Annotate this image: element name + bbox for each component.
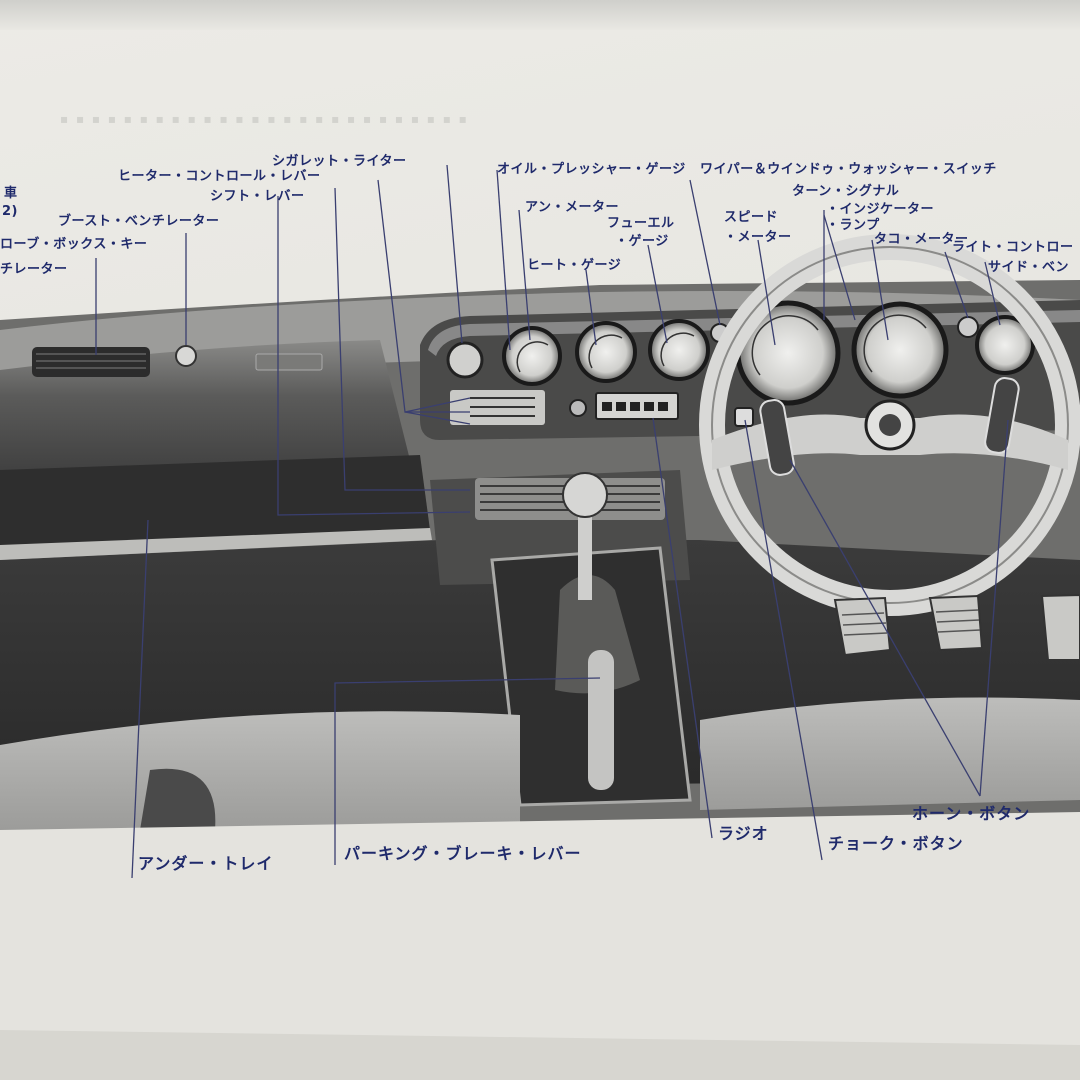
label-fuel-gauge-line1: フューエル — [607, 216, 675, 231]
radio-knob — [569, 399, 587, 417]
parking-brake-handle — [588, 650, 614, 790]
label-under-tray: アンダー・トレイ — [138, 854, 274, 873]
label-light-control: ライト・コントロー — [952, 240, 1074, 255]
under-tray-shelf — [0, 455, 430, 550]
label-indicator-line1: ・インジケーター — [826, 202, 935, 217]
lighter-knob — [446, 341, 484, 379]
tachometer-dial — [851, 301, 949, 399]
label-fuel-gauge-line2: ・ゲージ — [615, 234, 669, 249]
label-tachometer: タコ・メーター — [874, 232, 969, 247]
label-heater-control-lever: ヒーター・コントロール・レバー — [118, 169, 321, 184]
left-seat — [0, 711, 520, 830]
choke-knob — [734, 407, 754, 427]
shift-boot — [555, 575, 640, 694]
side-gauge — [975, 315, 1035, 375]
label-heat-gauge: ヒート・ゲージ — [527, 258, 622, 273]
label-radio: ラジオ — [718, 824, 769, 843]
pedals — [833, 593, 1080, 661]
shift-knob — [562, 472, 608, 518]
right-seat — [700, 697, 1080, 810]
label-wiper-washer-switch: ワイパー＆ウインドゥ・ウォッシャー・スイッチ — [700, 162, 997, 177]
label-oil-pressure-gauge: オイル・プレッシャー・ゲージ — [497, 162, 686, 177]
light-control-knob — [957, 316, 979, 338]
label-turn-signal: ターン・シグナル — [792, 184, 900, 199]
leader-lines — [95, 164, 1009, 879]
label-indicator-line2: ・ランプ — [826, 218, 880, 233]
shift-lever-rod — [578, 500, 592, 600]
label-speedometer-line2: ・メーター — [724, 230, 792, 245]
label-glovebox-key: ローブ・ボックス・キー — [0, 237, 148, 252]
label-ventilator: チレーター — [0, 262, 68, 277]
page-top-edge — [0, 0, 1080, 30]
amp-meter-dial — [502, 326, 562, 386]
glovebox-lock — [175, 345, 197, 367]
label-cigarette-lighter: シガレット・ライター — [272, 154, 407, 169]
bleed-through-text: ▪ ▪ ▪ ▪ ▪ ▪ ▪ ▪ ▪ ▪ ▪ ▪ ▪ ▪ ▪ ▪ ▪ ▪ ▪ ▪ … — [60, 112, 469, 126]
label-shift-lever: シフト・レバー — [210, 189, 305, 204]
label-amp-meter: アン・メーター — [525, 200, 619, 215]
label-car-fragment: 車 — [4, 186, 18, 201]
label-boost-ventilator: ブースト・ベンチレーター — [58, 214, 220, 229]
corona-badge — [255, 353, 323, 371]
heat-gauge-dial — [575, 321, 637, 383]
label-side-vent: サイド・ベン — [988, 260, 1070, 275]
steering-wheel — [699, 234, 1080, 616]
label-parking-brake-lever: パーキング・ブレーキ・レバー — [344, 844, 582, 863]
label-horn-button: ホーン・ボタン — [912, 804, 1031, 823]
fuel-gauge-dial — [648, 319, 710, 381]
label-choke-button: チョーク・ボタン — [828, 834, 964, 853]
label-speedometer-line1: スピード — [724, 210, 779, 225]
label-paren-fragment: 2) — [2, 204, 18, 219]
